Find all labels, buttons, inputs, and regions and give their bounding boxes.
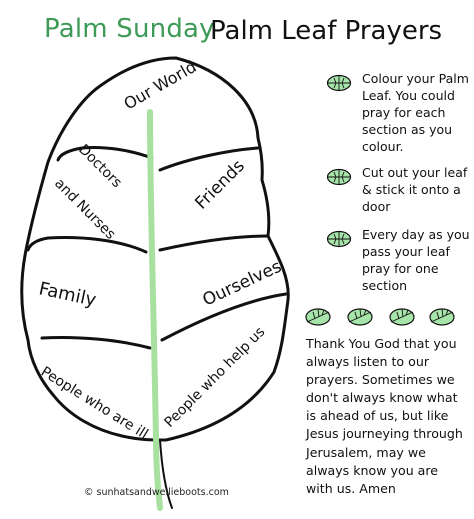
palm-leaf-icon (347, 308, 373, 326)
accent-title: Palm Sunday (44, 14, 215, 44)
instruction-text: Cut out your leaf & stick it onto a door (362, 165, 468, 214)
instruction-text: Every day as you pass your leaf pray for… (362, 227, 470, 293)
leaf-stem (147, 109, 163, 511)
leaf-slits (26, 146, 288, 350)
palm-leaf-icon (429, 308, 455, 326)
palm-leaf-icon (305, 308, 331, 326)
decorative-leaf-row (304, 306, 464, 336)
page-header: Palm Sunday Palm Leaf Prayers (0, 12, 474, 52)
stem-outline (159, 439, 173, 509)
instruction-text: Colour your Palm Leaf. You could pray fo… (362, 71, 469, 154)
palm-leaf-icon (389, 308, 415, 326)
palm-leaf-icon (326, 230, 352, 248)
page-title: Palm Leaf Prayers (210, 16, 443, 46)
copyright-credit: © sunhatsandwellieboots.com (84, 487, 229, 498)
palm-leaf-icon (326, 168, 352, 186)
palm-leaf-icon (326, 74, 352, 92)
prayer-text: Thank You God that you always listen to … (306, 336, 463, 496)
